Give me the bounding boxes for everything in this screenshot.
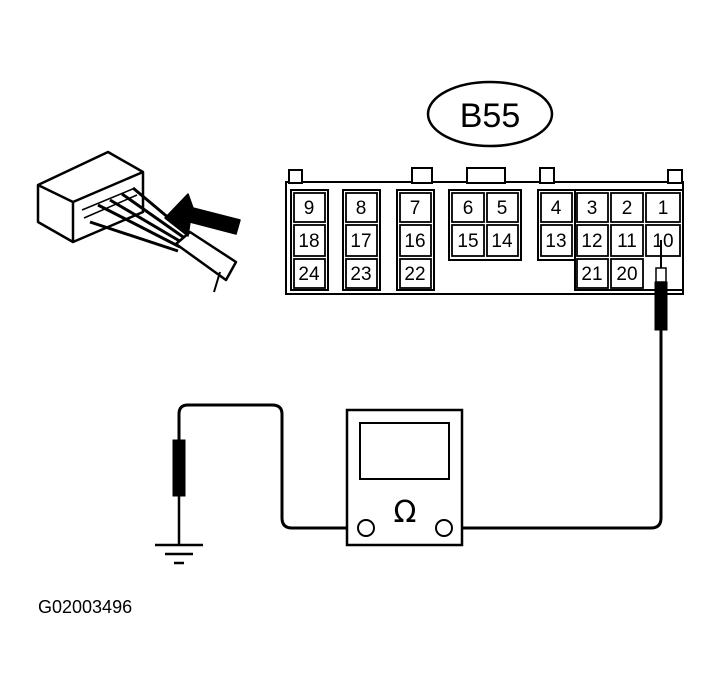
pin-label: 15	[457, 231, 478, 252]
pin-label: 3	[587, 198, 598, 219]
connector-callout-ellipse	[426, 80, 554, 148]
pin-label: 5	[497, 198, 508, 219]
pin-label: 7	[410, 198, 421, 219]
pin-label: 10	[652, 231, 673, 252]
pin-grid	[293, 192, 681, 289]
connector-label: B55	[460, 97, 521, 135]
figure-id: G02003496	[38, 597, 132, 617]
probe-right	[654, 240, 668, 345]
pin-label: 9	[304, 198, 315, 219]
pin-label: 16	[404, 231, 425, 252]
pin-label: 22	[404, 264, 425, 285]
probe-left	[172, 439, 186, 545]
ground-icon	[155, 543, 203, 565]
pin-label: 12	[581, 231, 602, 252]
lead-wire-right	[452, 345, 663, 530]
pin-label: 13	[545, 231, 566, 252]
meter-terminal-left	[357, 519, 375, 537]
meter-display	[359, 422, 450, 480]
ohmmeter: Ω	[345, 408, 464, 547]
pin-label: 4	[551, 198, 562, 219]
pin-label: 18	[298, 231, 319, 252]
pin-label: 17	[350, 231, 371, 252]
pin-label: 23	[350, 264, 371, 285]
pin-label: 11	[617, 231, 637, 252]
pin-label: 20	[616, 264, 637, 285]
meter-terminal-right	[435, 519, 453, 537]
pin-label: 14	[491, 231, 513, 252]
insert-arrow-icon	[164, 193, 241, 237]
pin-label: 2	[622, 198, 633, 219]
pin-label: 6	[463, 198, 474, 219]
pin-labels: 9 8 7 6 5 4 3 2 1 18 17 16 15 14 13 12 1…	[298, 198, 673, 285]
pin-label: 21	[581, 264, 602, 285]
pin-label: 8	[356, 198, 367, 219]
lead-wire-left	[177, 403, 366, 530]
ohm-icon: Ω	[394, 495, 417, 530]
pin-label: 1	[658, 198, 669, 219]
pin-label: 24	[298, 264, 320, 285]
connector-illustration	[36, 150, 238, 293]
